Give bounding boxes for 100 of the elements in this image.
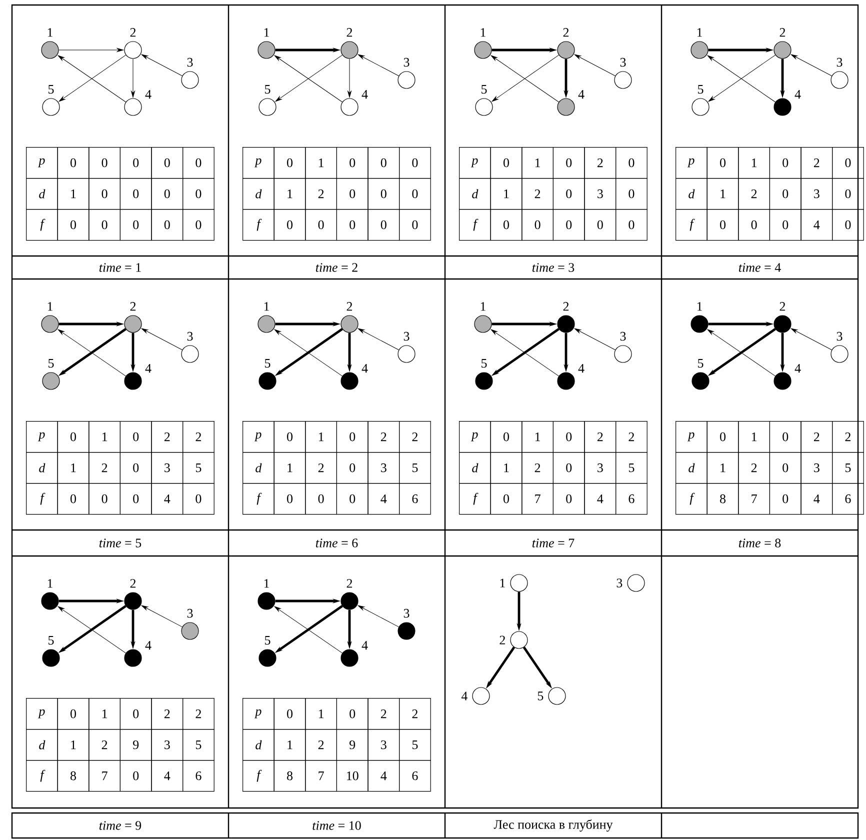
table-cell: 0	[769, 178, 802, 210]
table-cell: f	[242, 760, 274, 792]
table-cell: 0	[88, 147, 120, 179]
node-label: 4	[794, 90, 801, 99]
node-label: 1	[264, 302, 269, 311]
node-label: 3	[620, 58, 626, 67]
table-cell: 2	[399, 698, 431, 730]
table-cell: 3	[800, 452, 833, 484]
table-cell: 0	[120, 760, 152, 792]
table-cell: 8	[57, 760, 90, 792]
vertex: 4	[557, 90, 584, 116]
table-cell: d	[242, 452, 274, 484]
vertex: 4	[774, 90, 801, 116]
arrow	[348, 58, 352, 98]
table-cell: 0	[151, 178, 184, 210]
node-label: 4	[578, 90, 584, 99]
table-cell: 0	[336, 147, 368, 179]
table-cell: 0	[57, 698, 90, 730]
table-cell: 1	[305, 421, 337, 453]
table-cell: 5	[399, 729, 431, 761]
node-label: 5	[265, 636, 270, 645]
node-label: 4	[461, 692, 468, 700]
step-caption: time = 1	[99, 263, 141, 272]
table-cell: 0	[769, 147, 802, 179]
table-cell: 0	[274, 698, 306, 730]
node-label: 3	[836, 332, 842, 341]
vertex: 4	[124, 364, 152, 390]
table-cell: 2	[584, 421, 616, 453]
vertex: 4	[340, 364, 368, 390]
table-cell: 1	[274, 729, 306, 761]
table-cell: 0	[616, 178, 648, 210]
table-cell: 0	[120, 178, 152, 210]
table-cell: 0	[120, 147, 152, 179]
table-cell: 2	[399, 421, 431, 453]
table-cell: 0	[738, 209, 770, 241]
table-cell: 5	[182, 729, 214, 761]
vertex: 4	[124, 90, 152, 116]
table-cell: 5	[399, 452, 431, 484]
table-cell: 0	[57, 421, 90, 453]
table-cell: 2	[88, 452, 120, 484]
node-label: 5	[698, 85, 704, 94]
node-label: 3	[404, 58, 410, 67]
table-cell: 3	[368, 729, 400, 761]
vertex: 3	[398, 608, 416, 640]
table-cell: 0	[120, 483, 152, 515]
table-cell: 0	[182, 483, 214, 515]
arrow	[358, 605, 399, 628]
table-cell: f	[242, 209, 274, 241]
table-cell: 6	[399, 760, 431, 792]
table-cell: 1	[57, 178, 90, 210]
table-cell: 3	[368, 452, 400, 484]
node-label: 1	[48, 302, 52, 311]
table-cell: d	[242, 729, 274, 761]
table-cell: 0	[182, 178, 214, 210]
table-cell: p	[459, 147, 491, 179]
step-caption: time = 2	[316, 263, 358, 272]
table-cell: 10	[336, 760, 368, 792]
node-label: 4	[362, 364, 368, 373]
table-cell: 4	[584, 483, 616, 515]
table-cell: p	[676, 147, 708, 179]
table-cell: 0	[336, 452, 368, 484]
table-cell: 1	[706, 178, 739, 210]
vertex: 1	[258, 579, 276, 610]
table-cell: 2	[800, 147, 833, 179]
table-cell: 1	[522, 421, 554, 453]
node-label: 2	[130, 579, 136, 588]
node-label: 1	[480, 302, 486, 311]
table-cell: 0	[305, 483, 337, 515]
vertex: 2	[124, 28, 142, 59]
node-label: 4	[145, 364, 152, 373]
table-cell: 5	[832, 452, 864, 484]
vertex: 2	[774, 28, 792, 59]
table-cell: 0	[336, 421, 368, 453]
table-cell: 0	[305, 209, 337, 241]
arrow	[141, 328, 182, 350]
arrow	[790, 54, 832, 76]
vertex: 1	[41, 579, 59, 610]
table-cell: 5	[616, 452, 648, 484]
node-label: 3	[187, 332, 193, 341]
table-cell: d	[26, 452, 58, 484]
table-cell: 0	[490, 209, 522, 241]
table-cell: 0	[490, 421, 522, 453]
vertex: 5	[258, 359, 276, 390]
node-label: 5	[48, 85, 54, 94]
table-cell: 0	[490, 483, 522, 515]
table-cell: f	[676, 209, 708, 241]
table-cell: 6	[616, 483, 648, 515]
vertex: 5	[475, 359, 493, 390]
table-cell: 0	[151, 147, 184, 179]
table-cell: 2	[305, 452, 337, 484]
table-cell: 1	[522, 147, 554, 179]
vertex: 2	[124, 579, 142, 610]
vertex: 4	[340, 90, 368, 116]
node-label: 4	[362, 641, 368, 650]
node-label: 5	[48, 359, 54, 368]
table-cell: 0	[616, 209, 648, 241]
node-label: 3	[616, 578, 622, 588]
step-caption: time = 6	[316, 538, 358, 548]
table-cell: f	[26, 483, 58, 515]
node-label: 2	[346, 579, 352, 588]
